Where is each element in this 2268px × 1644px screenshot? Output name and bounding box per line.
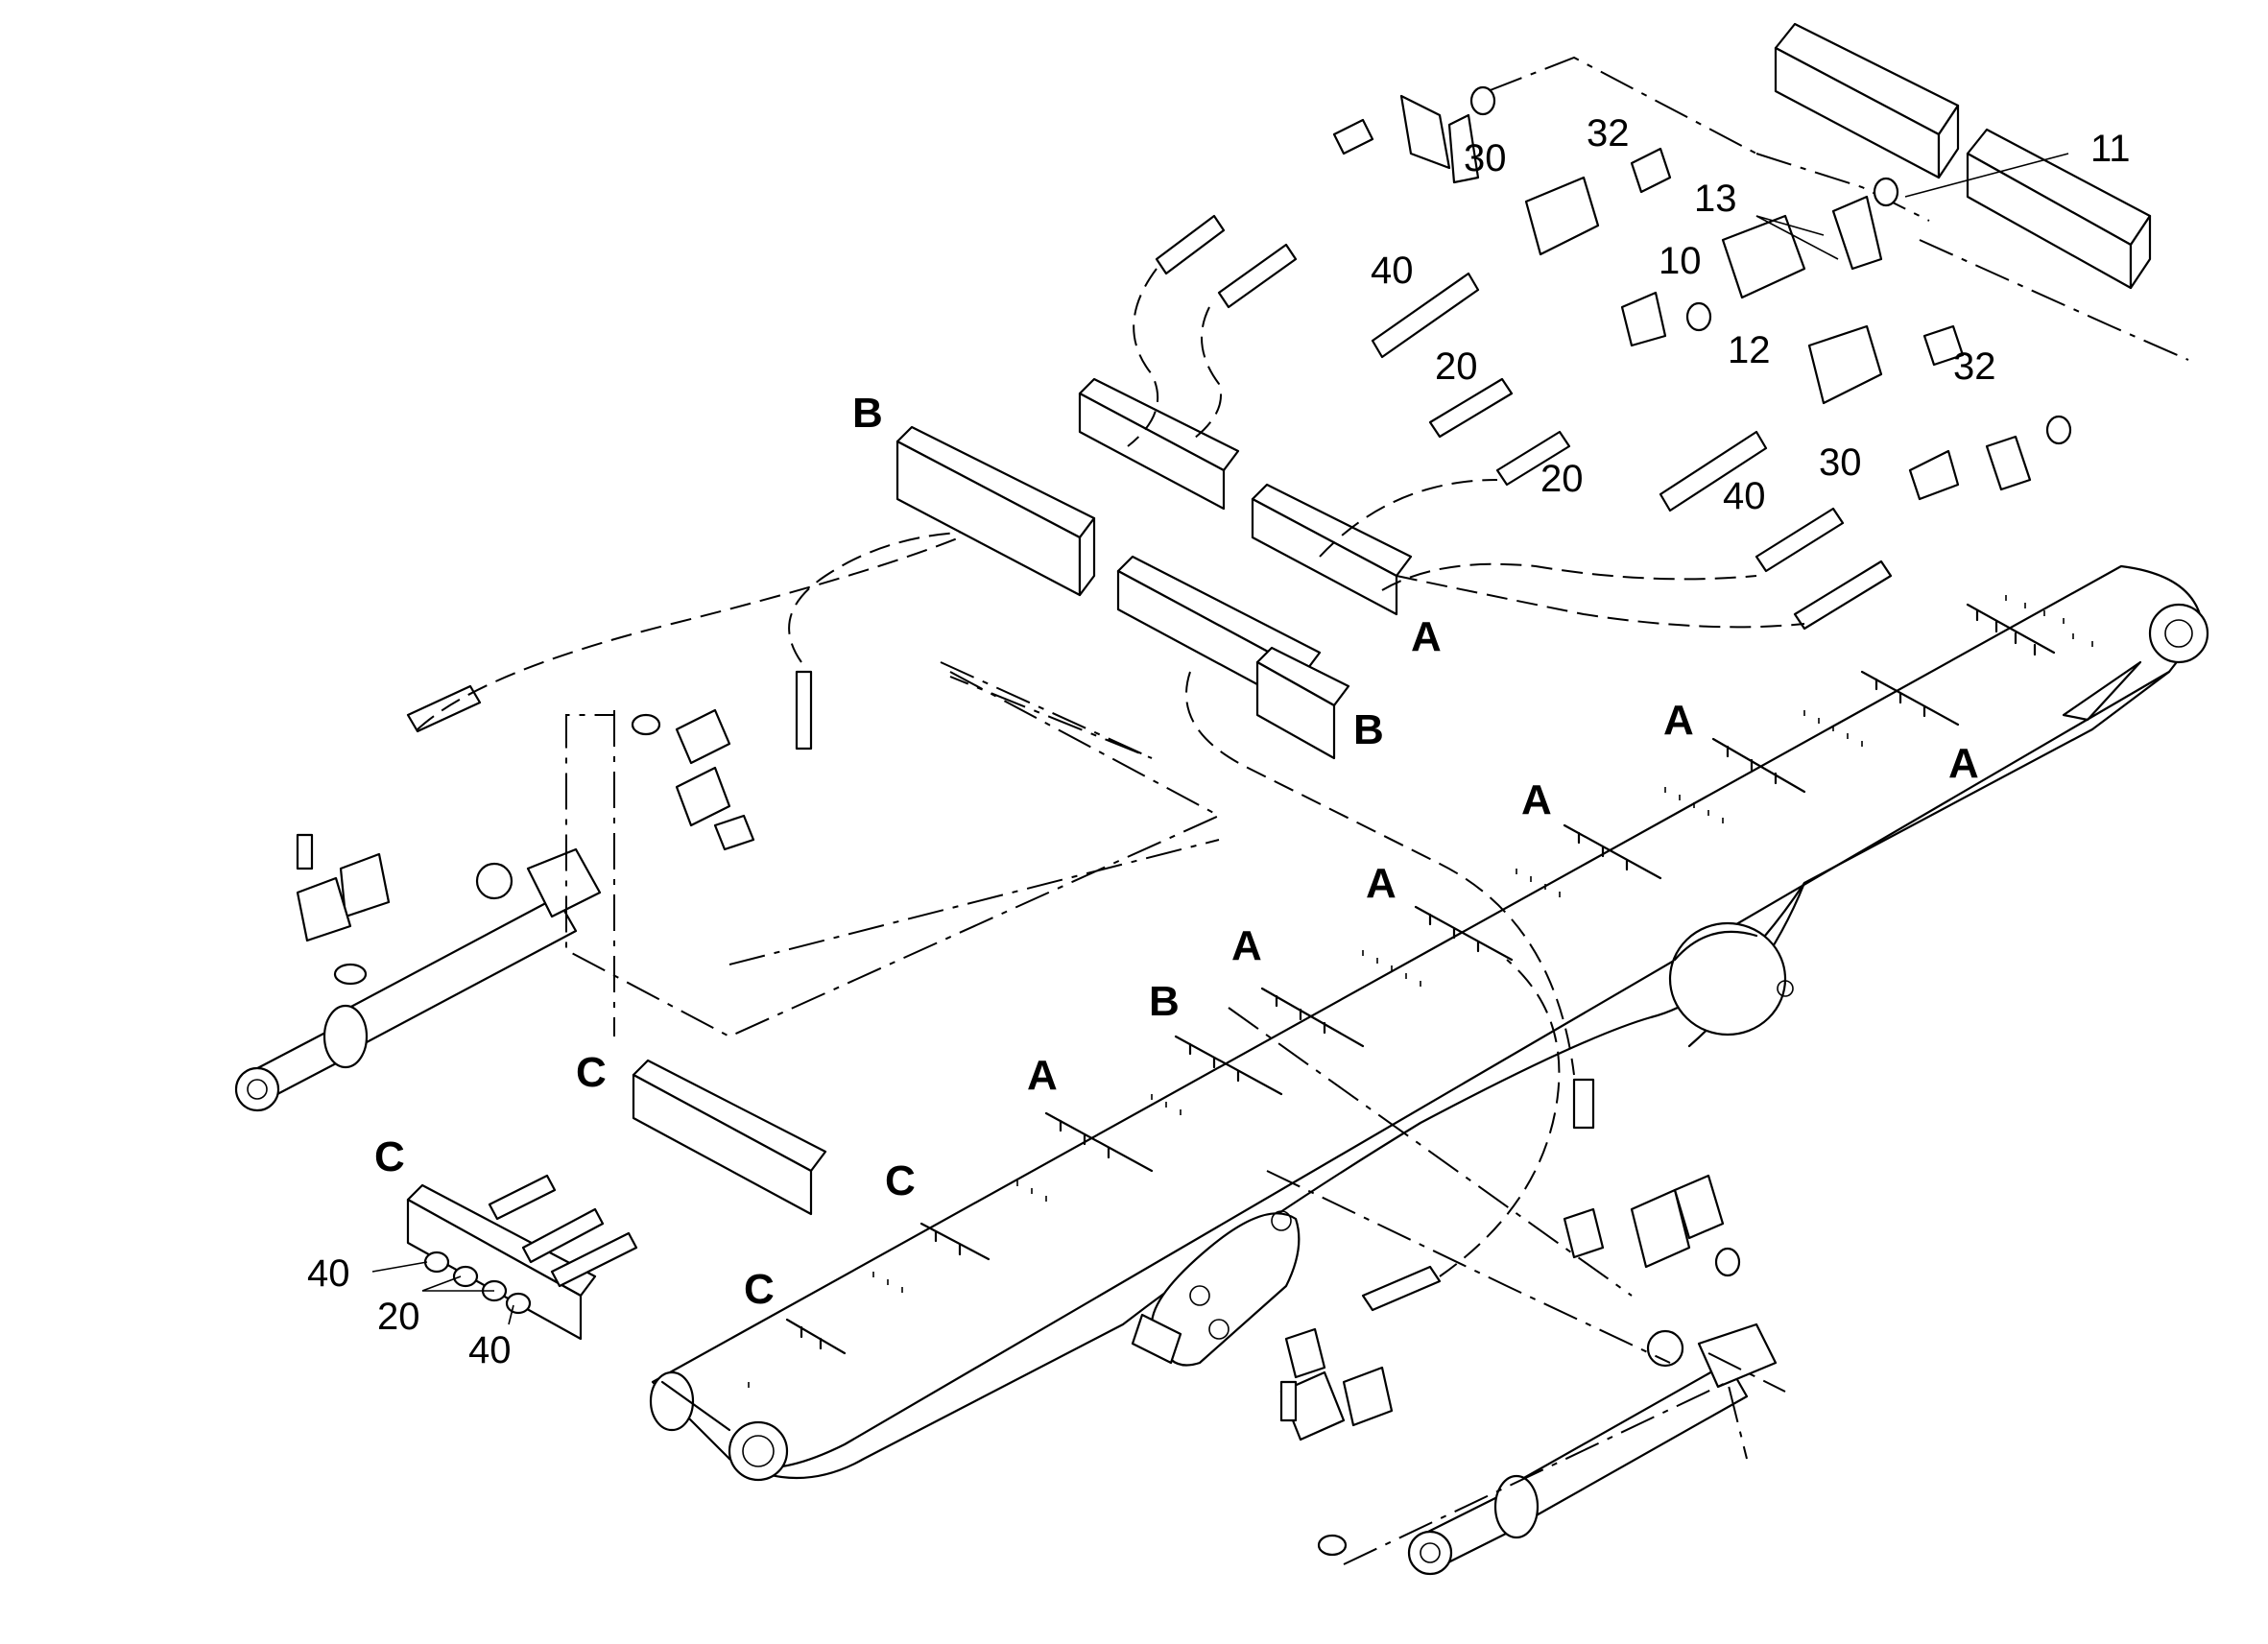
callout-40-upper: 40 [1371,250,1414,292]
label-a-boom-2: A [1948,740,1979,787]
callout-40-block-c-lower: 40 [468,1329,512,1371]
callout-11: 11 [2090,128,2131,170]
hydraulic-cylinder-right [1407,1322,1778,1576]
callout-12: 12 [1728,329,1771,371]
boom-arm [649,564,2209,1482]
clamp-block-top-1 [1078,377,1240,511]
label-c-boom-1: C [885,1157,916,1204]
callout-30-upper: 30 [1464,137,1507,179]
label-a-boom-1: A [1663,697,1694,744]
label-a-cluster: A [1411,613,1442,660]
hydraulic-cylinder-left [234,847,602,1112]
clamp-block-top-2 [1251,483,1413,616]
callout-32-lower: 32 [1953,345,1996,388]
clamp-block-b-upper [895,425,1096,597]
callout-20-middle: 20 [1540,458,1584,500]
callout-30-lower: 30 [1819,441,1862,484]
label-a-boom-6: A [1027,1052,1058,1099]
valve-block-upper [1774,22,1960,179]
clamp-letters: B A B A A A A A B A C C C C [374,390,1979,1313]
label-a-boom-5: A [1231,922,1262,969]
label-b-cluster: B [1353,706,1384,753]
callout-40-block-c: 40 [307,1252,350,1295]
clamp-block-c-lower [406,1183,597,1341]
assembly-lines [565,56,2189,1565]
label-b-top: B [852,390,883,437]
clamp-block-b-lower [1255,646,1350,760]
label-c-block-upper: C [576,1049,607,1096]
callout-20-upper: 20 [1435,345,1478,388]
valve-block-lower [1966,128,2152,290]
callout-32-upper: 32 [1587,112,1630,155]
callout-10: 10 [1659,240,1702,282]
clamp-block-c-upper [632,1059,827,1216]
label-c-block-lower: C [374,1133,405,1180]
callout-13: 13 [1694,178,1737,220]
label-a-boom-3: A [1521,776,1552,823]
callout-numbers: 11 13 10 12 30 32 40 20 20 40 30 32 40 2… [307,112,2131,1371]
leader-lines [371,153,2069,1325]
label-a-boom-4: A [1366,860,1397,907]
fittings [296,85,2072,1557]
label-b-boom: B [1149,978,1180,1025]
hoses [406,214,1893,1312]
callout-20-block-c: 20 [377,1296,420,1338]
callout-40-middle: 40 [1723,475,1766,517]
label-c-boom-2: C [744,1266,775,1313]
